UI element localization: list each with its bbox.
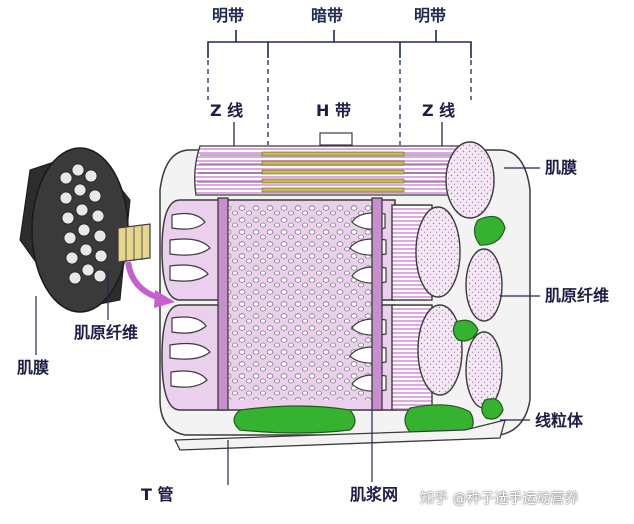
h-band-marker [319,132,353,146]
thick-filaments [261,151,405,193]
label-sarcoplasmic-reticulum: 肌浆网 [350,485,399,504]
label-t-tubule: T 管 [141,485,174,504]
band-dashed-guides [207,60,472,145]
label-z-line-left: Z 线 [210,101,244,120]
label-myofibril-left: 肌原纤维 [74,323,139,342]
label-sarcolemma-left: 肌膜 [17,358,50,377]
mitochondria [233,215,506,438]
basement-ledge [173,419,506,451]
label-mitochondria: 线粒体 [535,411,584,430]
label-sarcolemma-right: 肌膜 [545,158,578,177]
label-light-band-left: 明带 [212,6,245,25]
muscle-bundle-crosssection [19,147,175,313]
t-tubule-bands [217,197,383,411]
watermark: 知乎 @种子选手运动营养 [420,491,579,507]
label-light-band-right: 明带 [414,6,447,25]
label-leaders [35,167,540,485]
myofibril-ends [391,141,503,411]
sarcoplasmic-reticulum [161,197,396,411]
label-myofibril-right: 肌原纤维 [545,286,610,305]
label-z-line-right: Z 线 [422,101,456,120]
label-h-band: H 带 [316,101,351,120]
label-dark-band: 暗带 [311,6,344,25]
label-pointers-top [233,122,443,150]
band-bracket [207,30,472,58]
